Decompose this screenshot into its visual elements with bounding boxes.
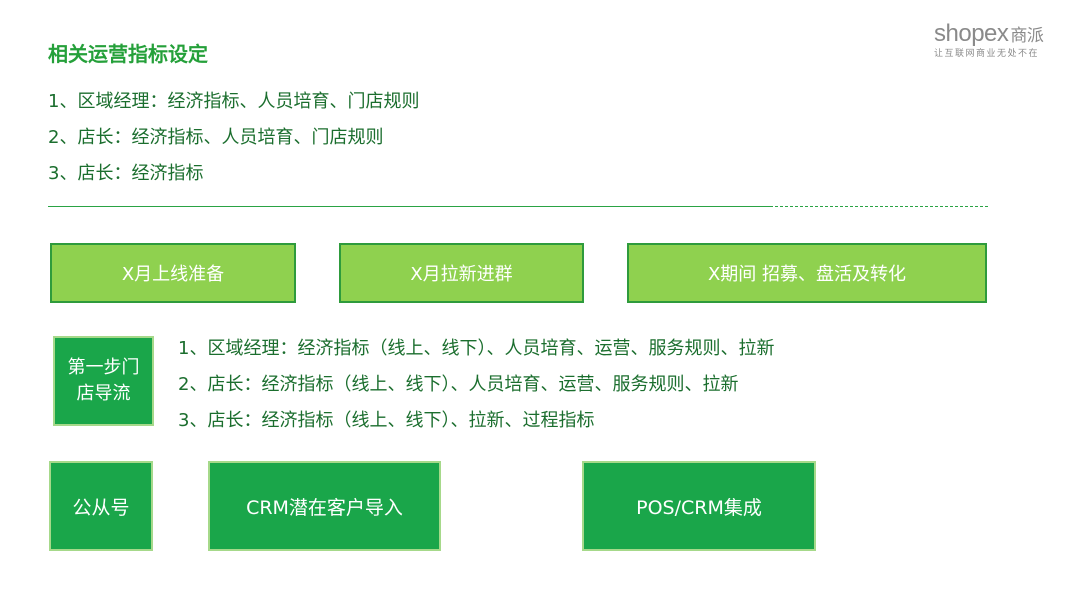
logo-slogan: 让互联网商业无处不在 <box>934 49 1040 59</box>
list-item: 2、店长：经济指标（线上、线下）、人员培育、运营、服务规则、拉新 <box>178 374 739 395</box>
section-divider <box>48 206 988 208</box>
logo-brand: shopex <box>934 20 1009 47</box>
logo-brand-cn: 商派 <box>1010 26 1044 45</box>
list-item: 1、区域经理：经济指标（线上、线下）、人员培育、运营、服务规则、拉新 <box>178 338 775 359</box>
official-account-box: 公从号 <box>49 461 153 551</box>
divider-dashed <box>770 206 988 207</box>
phase-box-launch-prep: X月上线准备 <box>50 243 296 303</box>
step-one-label: 第一步门店导流 <box>67 357 140 404</box>
step-one-box: 第一步门店导流 <box>53 336 154 426</box>
list-item: 3、店长：经济指标（线上、线下）、拉新、过程指标 <box>178 410 595 431</box>
pos-crm-box: POS/CRM集成 <box>582 461 816 551</box>
list-item: 3、店长：经济指标 <box>48 163 204 184</box>
list-item: 2、店长：经济指标、人员培育、门店规则 <box>48 127 384 148</box>
list-item: 1、区域经理：经济指标、人员培育、门店规则 <box>48 91 420 112</box>
phase-box-recruit-convert: X期间 招募、盘活及转化 <box>627 243 987 303</box>
page-title: 相关运营指标设定 <box>48 42 208 66</box>
step-metrics-list: 1、区域经理：经济指标（线上、线下）、人员培育、运营、服务规则、拉新 2、店长：… <box>178 331 774 439</box>
phase-box-acquisition: X月拉新进群 <box>339 243 584 303</box>
metrics-list: 1、区域经理：经济指标、人员培育、门店规则 2、店长：经济指标、人员培育、门店规… <box>48 84 419 192</box>
divider-solid <box>48 206 770 207</box>
crm-import-box: CRM潜在客户导入 <box>208 461 441 551</box>
